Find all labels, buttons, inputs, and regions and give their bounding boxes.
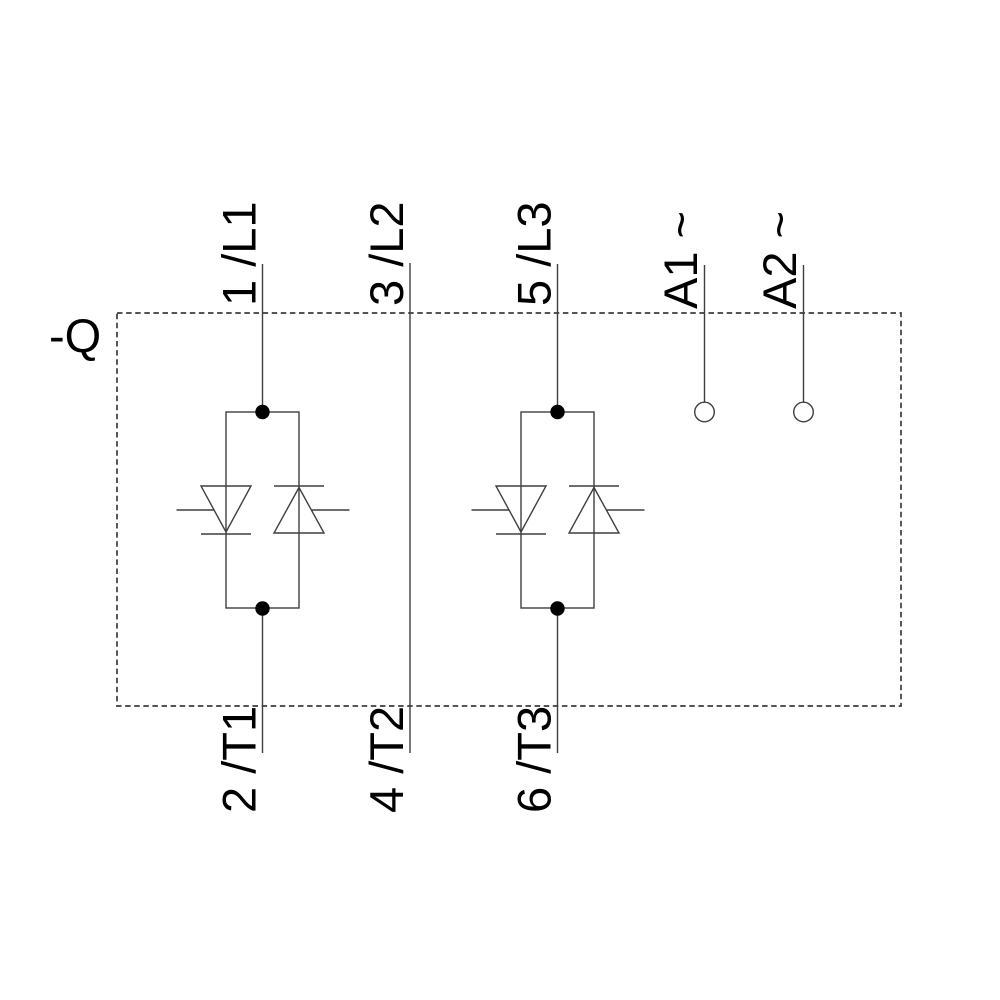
junction-dot	[550, 404, 565, 420]
terminal-label-A1: A1 ~	[654, 211, 707, 309]
junction-dot	[255, 601, 270, 616]
control-terminal-circle-A1	[694, 401, 716, 423]
junction-dot	[550, 601, 565, 616]
phase3-branch	[471, 264, 645, 753]
terminal-label-3L2: 3 /L2	[360, 201, 413, 306]
thyristor-down-symbol-2	[494, 485, 548, 534]
thyristor-pair-frame-2	[520, 411, 595, 609]
thyristor-down-symbol-1	[199, 485, 253, 534]
junction-dot	[255, 404, 270, 420]
control-terminal-circle-A2	[793, 401, 815, 423]
terminal-label-2T1: 2 /T1	[213, 706, 266, 813]
device-boundary-dashed-box	[116, 312, 902, 707]
terminal-label-6T3: 6 /T3	[508, 706, 561, 813]
control-terminals	[694, 265, 815, 423]
terminal-labels: 1 /L1 3 /L2 5 /L3 A1 ~ A2 ~ 2 /T1 4 /T2 …	[213, 201, 807, 813]
terminal-label-1L1: 1 /L1	[213, 201, 266, 306]
terminal-label-A2: A2 ~	[753, 211, 806, 309]
terminal-label-4T2: 4 /T2	[360, 706, 413, 813]
terminal-label-5L3: 5 /L3	[508, 201, 561, 306]
device-label: -Q	[49, 309, 101, 362]
thyristor-pair-frame-1	[225, 411, 300, 609]
phase1-branch	[176, 264, 350, 753]
